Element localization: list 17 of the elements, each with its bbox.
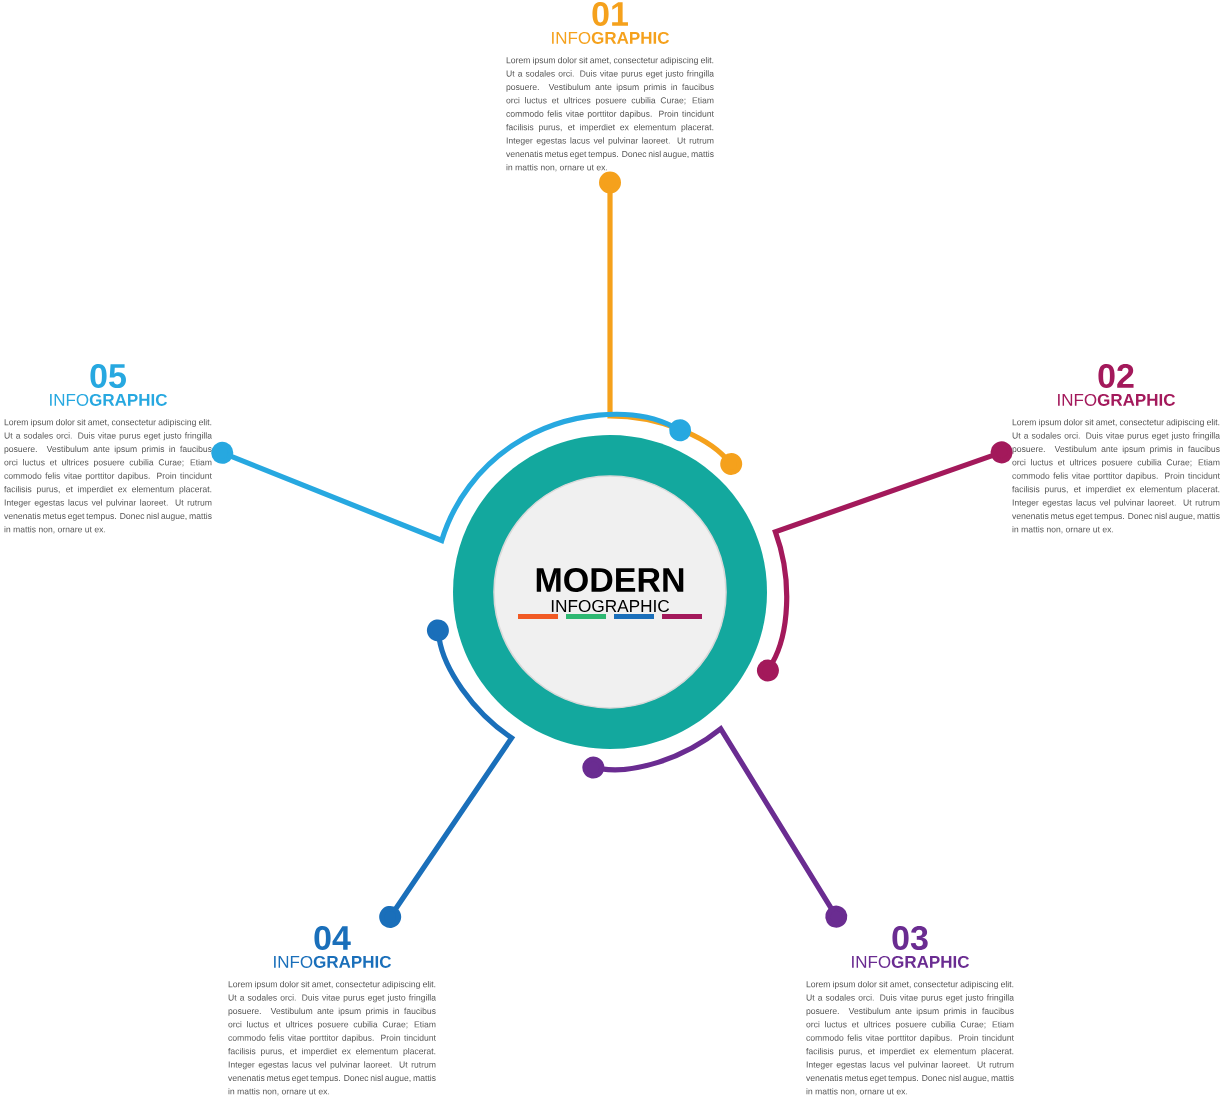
title-text: MODERN — [536, 567, 684, 593]
step-number: 02 — [1098, 364, 1134, 389]
connector — [379, 619, 515, 928]
connector — [756, 441, 1013, 682]
step-title: INFOGRAPHIC — [274, 955, 392, 968]
connector — [582, 726, 848, 928]
step-title: INFOGRAPHIC — [50, 393, 168, 406]
step-title: INFOGRAPHIC — [1058, 393, 1176, 406]
step-title: INFOGRAPHIC — [852, 955, 970, 968]
connector — [211, 411, 692, 544]
connector — [599, 171, 743, 475]
subtitle-text: INFOGRAPHIC — [551, 599, 670, 613]
step-number: 05 — [90, 364, 126, 389]
step-title: INFOGRAPHIC — [552, 31, 670, 44]
step-number: 01 — [592, 2, 628, 27]
step-number: 03 — [892, 926, 928, 951]
step-number: 04 — [314, 926, 351, 951]
